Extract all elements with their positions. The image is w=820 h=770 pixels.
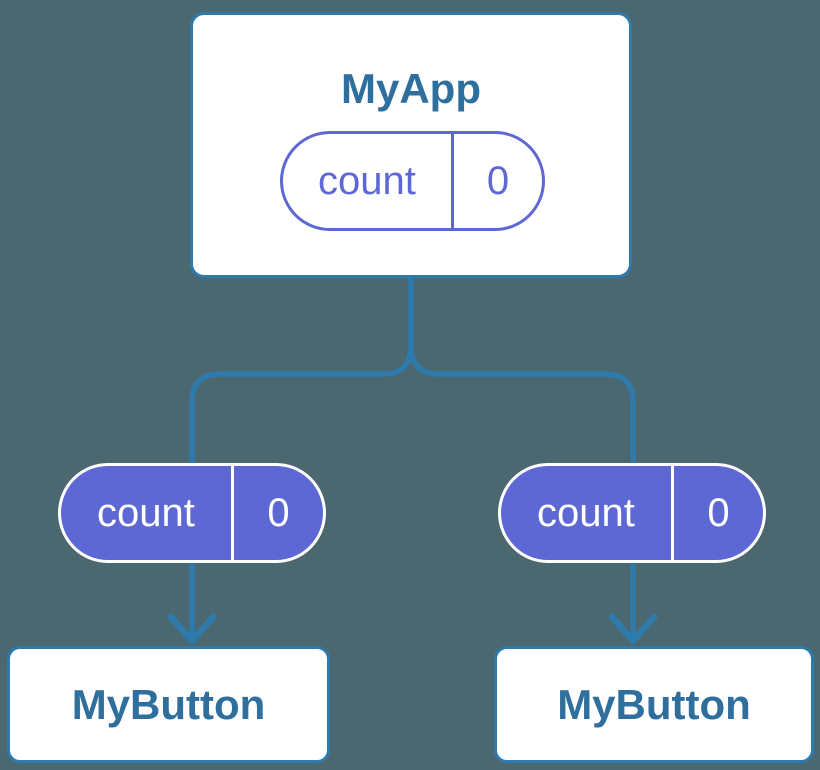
- connector-branch-left: [189, 276, 414, 641]
- prop-pill-right: count 0: [498, 463, 766, 563]
- arrow-down-right-icon: [608, 613, 658, 645]
- state-pill-label: count: [283, 134, 454, 228]
- button-node-right: MyButton: [494, 646, 814, 763]
- button-node-left: MyButton: [7, 646, 330, 763]
- button-node-title: MyButton: [557, 680, 751, 728]
- prop-pill-value: 0: [267, 491, 290, 535]
- arrow-down-left-icon: [167, 613, 217, 645]
- button-node-title: MyButton: [71, 680, 266, 728]
- app-node: MyApp count 0: [190, 12, 632, 278]
- prop-pill-label: count: [501, 466, 674, 560]
- prop-pill-left: count 0: [58, 463, 326, 563]
- prop-pill-label: count: [61, 466, 234, 560]
- app-state-pill: count 0: [280, 131, 545, 231]
- app-node-title: MyApp: [341, 65, 481, 112]
- state-pill-value: 0: [486, 159, 510, 203]
- connector-branch-right: [408, 276, 636, 641]
- prop-pill-value: 0: [707, 491, 730, 535]
